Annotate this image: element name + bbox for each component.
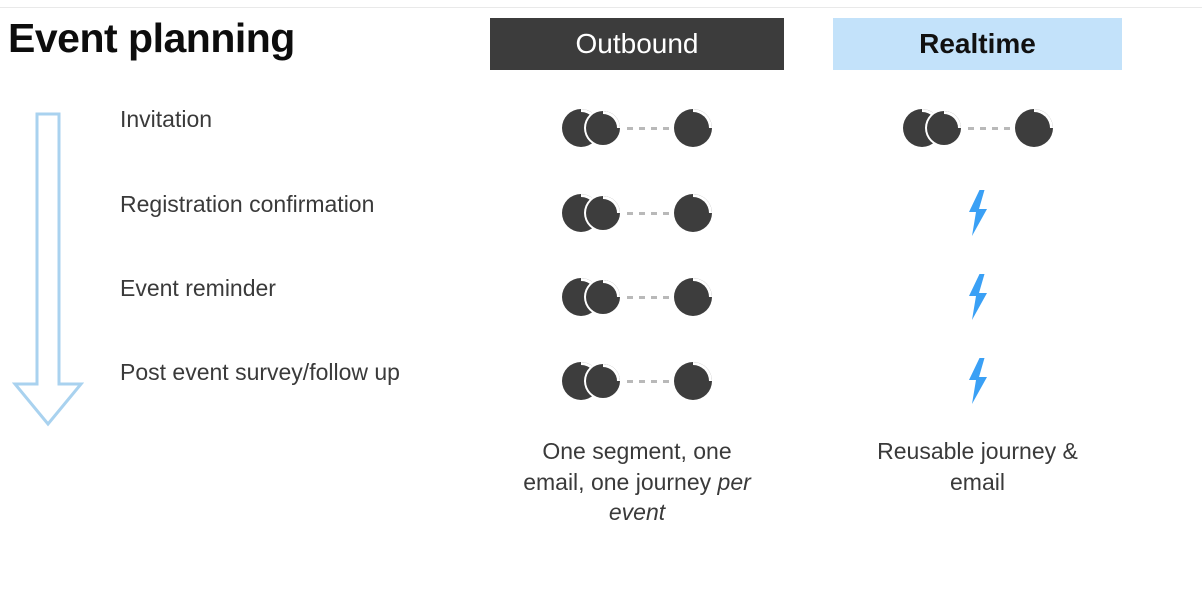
email-pie-icon <box>1014 109 1053 147</box>
email-pie-icon <box>674 109 712 147</box>
segment-to-email-icon <box>561 108 713 148</box>
cell-outbound-event-reminder <box>490 261 784 333</box>
email-pie-icon <box>674 278 712 316</box>
table-row: Post event survey/follow up <box>0 345 1202 417</box>
segment-pair-icon <box>561 277 623 317</box>
table-row: Invitation <box>0 92 1202 164</box>
page-title: Event planning <box>8 15 295 61</box>
lightning-bolt-icon <box>968 358 987 404</box>
email-pie-icon <box>674 194 712 232</box>
cell-realtime-registration-confirmation <box>833 177 1122 249</box>
segment-pair-icon <box>561 108 623 148</box>
connector-dotted-line <box>627 379 669 383</box>
column-header-outbound-label: Outbound <box>575 28 699 59</box>
caption-outbound-line2-italic: per <box>717 468 751 495</box>
caption-outbound-line1: One segment, one <box>542 438 732 464</box>
segment-pair-icon <box>561 361 623 401</box>
cell-realtime-invitation <box>833 92 1122 164</box>
segment-to-email-icon <box>561 193 713 233</box>
column-header-realtime-label: Realtime <box>919 28 1036 59</box>
connector-dotted-line <box>627 295 669 299</box>
connector-dotted-line <box>967 126 1010 130</box>
email-pie-icon <box>674 362 712 400</box>
caption-outbound-line3-italic: event <box>608 499 666 526</box>
down-arrow-icon <box>11 112 85 427</box>
row-label-event-reminder: Event reminder <box>120 275 276 301</box>
caption-outbound: One segment, one email, one journey per … <box>490 436 784 528</box>
row-label-registration-confirmation: Registration confirmation <box>120 191 375 217</box>
column-header-outbound: Outbound <box>490 18 784 70</box>
segment-to-email-icon <box>561 361 713 401</box>
cell-outbound-invitation <box>490 92 784 164</box>
caption-outbound-line2: email, one journey <box>523 468 718 495</box>
caption-realtime: Reusable journey & email <box>833 436 1122 497</box>
segment-pair-icon <box>902 108 964 148</box>
lightning-bolt-icon <box>968 274 987 320</box>
table-row: Event reminder <box>0 261 1202 333</box>
row-label-invitation: Invitation <box>120 106 213 132</box>
top-divider <box>0 7 1202 8</box>
segment-to-email-icon <box>561 277 713 317</box>
cell-outbound-post-event-survey <box>490 345 784 417</box>
segment-to-email-icon <box>902 108 1054 148</box>
row-label-post-event-survey: Post event survey/follow up <box>120 359 400 385</box>
table-row: Registration confirmation <box>0 177 1202 249</box>
caption-realtime-line2: email <box>950 468 1005 495</box>
connector-dotted-line <box>627 211 669 215</box>
cell-realtime-post-event-survey <box>833 345 1122 417</box>
column-header-realtime: Realtime <box>833 18 1122 70</box>
cell-realtime-event-reminder <box>833 261 1122 333</box>
lightning-bolt-icon <box>968 190 987 236</box>
cell-outbound-registration-confirmation <box>490 177 784 249</box>
segment-pair-icon <box>561 193 623 233</box>
connector-dotted-line <box>627 126 669 130</box>
caption-realtime-line1: Reusable journey & <box>877 438 1078 464</box>
